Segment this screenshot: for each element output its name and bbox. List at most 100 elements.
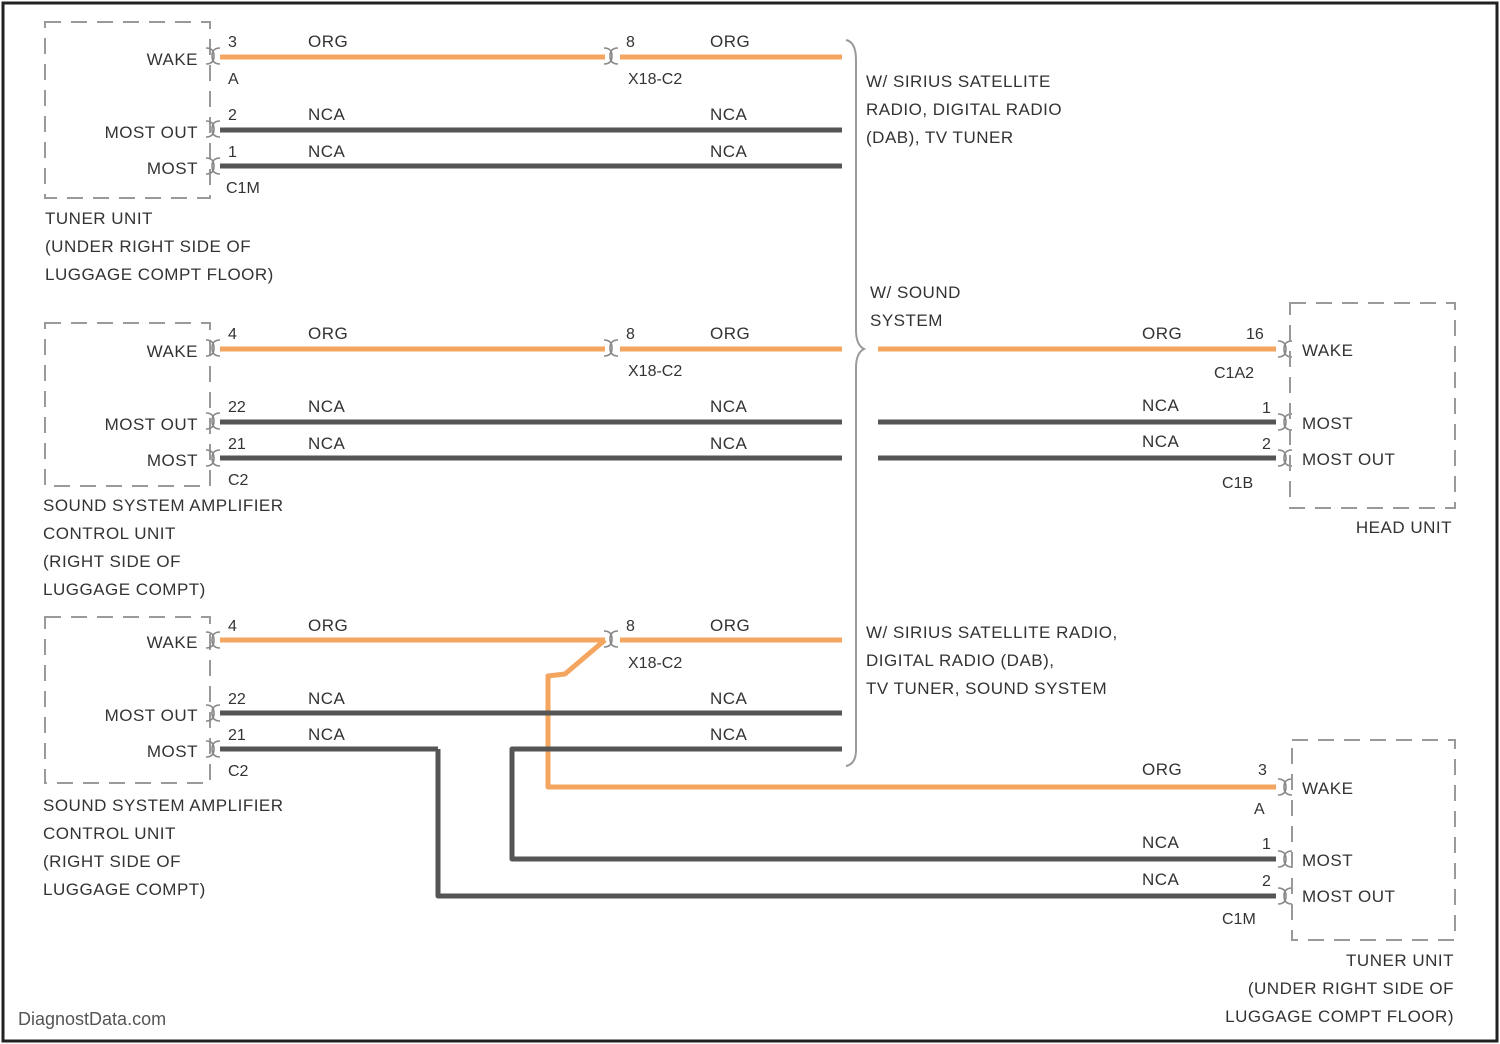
pin-number: 1 [228,144,237,161]
splice-connector-id: X18-C2 [628,363,682,380]
pin-connector-tuner-most-out [1278,888,1292,904]
pin-connector-most-out [206,121,220,137]
wire-color-label: ORG [1142,324,1182,343]
module-caption-line: LUGGAGE COMPT) [43,880,206,899]
option-label-line: W/ SOUND [870,283,961,302]
wire-color-label: NCA [710,105,748,124]
pin-label-most-out: MOST OUT [105,123,198,142]
pin-connector-tuner-wake [1278,779,1292,795]
module-caption-line: CONTROL UNIT [43,524,176,543]
wire-color-label: ORG [308,324,348,343]
wire-color-label: NCA [308,689,346,708]
pin-number: 22 [228,691,246,708]
connector-id: A [1254,801,1265,818]
pin-label-most: MOST [147,451,198,470]
pin-connector-most [206,158,220,174]
wire-color-label: NCA [1142,870,1180,889]
pin-connector-wake [206,632,220,648]
wire-color-label: NCA [308,397,346,416]
module-caption-line: HEAD UNIT [1356,518,1452,537]
pin-number: 4 [228,326,237,343]
option-label-line: W/ SIRIUS SATELLITE RADIO, [866,623,1118,642]
splice-connector-symbol [604,48,618,64]
pin-number: 21 [228,436,246,453]
pin-number: 21 [228,727,246,744]
option-label-line: DIGITAL RADIO (DAB), [866,651,1055,670]
pin-connector-most [206,450,220,466]
pin-connector-wake [206,340,220,356]
option-label-line: SYSTEM [870,311,943,330]
pin-number: 1 [1262,836,1271,853]
pin-label-wake: WAKE [147,50,198,69]
option-label-line: W/ SIRIUS SATELLITE [866,72,1051,91]
wire-color-label: NCA [710,397,748,416]
section-combined: WAKE MOST OUT MOST 4 22 21 C2 SOUND SYST… [43,616,1455,1026]
pin-number: 1 [1262,400,1271,417]
option-label-line: RADIO, DIGITAL RADIO [866,100,1062,119]
splice-connector-id: X18-C2 [628,655,682,672]
module-caption-line: LUGGAGE COMPT FLOOR) [45,265,274,284]
connector-id: C1B [1222,475,1253,492]
splice-pin-number: 8 [626,326,635,343]
pin-connector-most-out [206,413,220,429]
pin-connector-most [206,741,220,757]
wire-color-label: NCA [1142,432,1180,451]
section-sound-system: WAKE MOST OUT MOST 4 22 21 C2 SOUND SYST… [43,283,1455,599]
module-caption-line: (UNDER RIGHT SIDE OF [45,237,251,256]
connector-id: C2 [228,472,249,489]
pin-label-most: MOST [1302,414,1353,433]
module-caption-line: (UNDER RIGHT SIDE OF [1248,979,1454,998]
connector-id: C1A2 [1214,365,1254,382]
pin-number: 2 [1262,873,1271,890]
wire-color-label: ORG [710,32,750,51]
pin-number: 2 [228,107,237,124]
splice-connector-symbol [604,340,618,356]
pin-number: 3 [1258,762,1267,779]
pin-connector-most-out [206,705,220,721]
pin-connector-wake [206,48,220,64]
pin-number: 4 [228,618,237,635]
wire-color-label: ORG [710,324,750,343]
wire-color-label: NCA [308,105,346,124]
pin-label-most-out: MOST OUT [1302,887,1395,906]
splice-connector-id: X18-C2 [628,71,682,88]
wire-color-label: ORG [308,32,348,51]
pin-label-most: MOST [147,159,198,178]
option-brace [846,40,864,766]
pin-label-wake: WAKE [1302,779,1353,798]
wire-color-label: ORG [1142,760,1182,779]
pin-connector-tuner-most [1278,851,1292,867]
pin-label-most: MOST [1302,851,1353,870]
wire-color-label: NCA [308,434,346,453]
option-label-line: TV TUNER, SOUND SYSTEM [866,679,1107,698]
wire-color-label: ORG [308,616,348,635]
splice-pin-number: 8 [626,618,635,635]
wire-color-label: NCA [308,142,346,161]
module-caption-line: (RIGHT SIDE OF [43,552,181,571]
connector-id: C1M [1222,911,1256,928]
pin-label-most: MOST [147,742,198,761]
connector-id: A [228,71,239,88]
pin-label-wake: WAKE [1302,341,1353,360]
connector-id: C2 [228,763,249,780]
pin-label-most-out: MOST OUT [1302,450,1395,469]
section-tuner-unit: WAKE MOST OUT MOST 3 A 2 1 C1M TUNER UNI… [45,22,1062,284]
wire-color-label: NCA [710,142,748,161]
module-caption-line: LUGGAGE COMPT FLOOR) [1225,1007,1454,1026]
pin-number: 16 [1246,326,1264,343]
module-caption-line: SOUND SYSTEM AMPLIFIER [43,796,284,815]
wire-color-label: NCA [710,434,748,453]
wire-color-label: NCA [710,725,748,744]
module-caption-line: SOUND SYSTEM AMPLIFIER [43,496,284,515]
wire-color-label: NCA [1142,396,1180,415]
pin-label-wake: WAKE [147,633,198,652]
module-caption-line: LUGGAGE COMPT) [43,580,206,599]
pin-number: 2 [1262,436,1271,453]
tuner-unit-box [1292,740,1455,940]
pin-label-most-out: MOST OUT [105,706,198,725]
wire-color-label: NCA [1142,833,1180,852]
splice-connector-symbol [604,631,618,647]
option-label-line: (DAB), TV TUNER [866,128,1014,147]
connector-id: C1M [226,180,260,197]
